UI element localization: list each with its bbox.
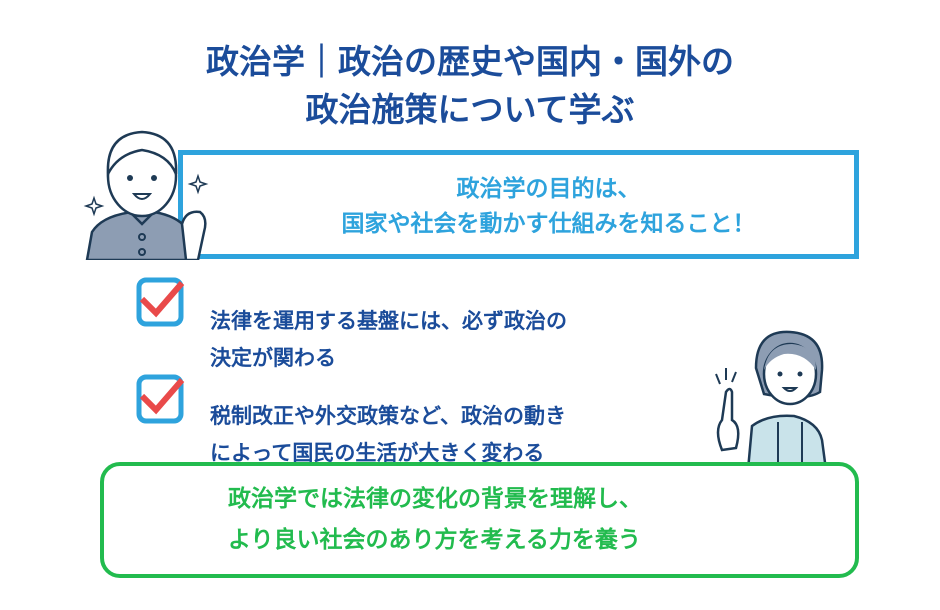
purpose-line2: 国家や社会を動かす仕組みを知ること！ <box>341 211 756 237</box>
checklist-item-2-line1: 税制改正や外交政策など、政治の動き <box>210 404 566 428</box>
purpose-box: 政治学の目的は、 国家や社会を動かす仕組みを知ること！ <box>178 150 859 259</box>
page-title-line2: 政治施策について学ぶ <box>305 90 635 129</box>
summary-box: 政治学では法律の変化の背景を理解し、 より良い社会のあり方を考える力を養う <box>100 462 859 578</box>
summary-line1: 政治学では法律の変化の背景を理解し、 <box>228 486 642 512</box>
checkbox-icon <box>136 277 185 327</box>
page-title-line1: 政治学｜政治の歴史や国内・国外の <box>206 42 734 81</box>
checklist-item-1: 法律を運用する基盤には、必ず政治の 決定が関わる <box>210 303 710 377</box>
checkbox-icon <box>136 374 185 424</box>
checklist-item-2: 税制改正や外交政策など、政治の動き によって国民の生活が大きく変わる <box>210 398 710 472</box>
purpose-line1: 政治学の目的は、 <box>456 176 641 202</box>
checklist-item-2-line2: によって国民の生活が大きく変わる <box>210 441 545 465</box>
summary-line2: より良い社会のあり方を考える力を養う <box>228 527 641 553</box>
checklist-item-1-line1: 法律を運用する基盤には、必ず政治の <box>210 309 567 333</box>
checklist-item-1-line2: 決定が関わる <box>210 346 336 370</box>
woman-illustration <box>715 330 828 470</box>
student-illustration <box>83 130 209 260</box>
